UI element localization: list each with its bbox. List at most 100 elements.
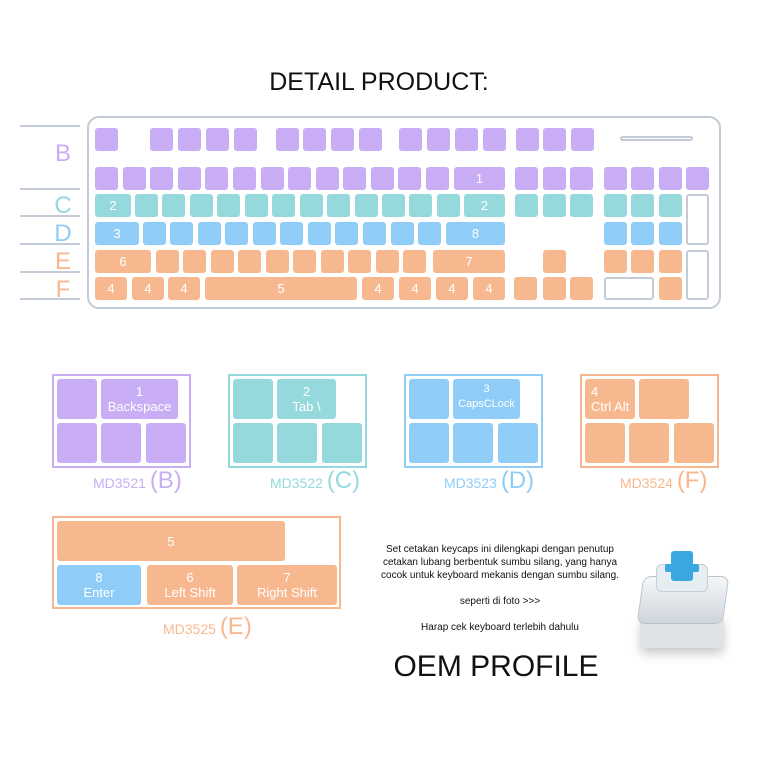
key: [321, 250, 344, 273]
key: [198, 222, 221, 245]
key: [437, 194, 460, 217]
key: [604, 194, 627, 217]
row-label-c: C: [54, 192, 72, 219]
key: [570, 277, 593, 300]
key: [543, 128, 566, 151]
indicator-bar: [620, 136, 693, 141]
note-line: cetakan lubang berbentuk sumbu silang, y…: [382, 557, 618, 568]
set-group: (E): [219, 613, 252, 640]
key: [570, 194, 593, 217]
key-outline: [686, 194, 709, 245]
key: [261, 167, 284, 190]
key: 4: [436, 277, 468, 300]
key: [170, 222, 193, 245]
key: [376, 250, 399, 273]
key: [211, 250, 234, 273]
key: [515, 167, 538, 190]
page-title: DETAIL PRODUCT:: [269, 68, 489, 96]
key: [399, 128, 422, 151]
key: [359, 128, 382, 151]
key: [331, 128, 354, 151]
keycap: [322, 423, 362, 463]
key: [686, 167, 709, 190]
set-group: (F): [676, 467, 708, 494]
keycap-name: Backspace: [107, 399, 172, 414]
keycap-number: 7: [283, 570, 291, 585]
row-label-d: D: [54, 220, 72, 247]
key: [409, 194, 432, 217]
key: [455, 128, 478, 151]
keycap: [101, 423, 141, 463]
key: [659, 194, 682, 217]
keycap-name: Tab \: [292, 399, 321, 414]
keycap-name: Left Shift: [164, 585, 216, 600]
keycap-number: 6: [186, 570, 194, 585]
key: [233, 167, 256, 190]
key: [95, 128, 118, 151]
keycap-number: 8: [95, 570, 103, 585]
key: [293, 250, 316, 273]
key: [245, 194, 268, 217]
key: [178, 167, 201, 190]
keycap: [639, 379, 689, 419]
set-group: (B): [149, 467, 182, 494]
key: [143, 222, 166, 245]
key: [327, 194, 350, 217]
key: [95, 167, 118, 190]
key: [348, 250, 371, 273]
key: 6: [95, 250, 151, 273]
key: [266, 250, 289, 273]
key: [631, 222, 654, 245]
note-line: seperti di foto >>>: [459, 596, 541, 607]
keycap-number: 3: [483, 383, 490, 395]
row-label-b: B: [54, 140, 71, 167]
set-code: MD3521: [93, 475, 146, 491]
key: [280, 222, 303, 245]
keycap-number: 2: [302, 384, 311, 399]
keycap-name: Right Shift: [257, 585, 317, 600]
set-group: (D): [500, 467, 535, 494]
keycap-number: 4: [591, 384, 599, 399]
key: [234, 128, 257, 151]
key: [570, 167, 593, 190]
set-caption-md3522: MD3522 (C): [270, 467, 360, 495]
set-caption-md3525: MD3525 (E): [163, 613, 252, 641]
row-divider: [20, 215, 80, 217]
key: [253, 222, 276, 245]
compatibility-note: Set cetakan keycaps ini dilengkapi denga…: [360, 543, 640, 634]
key: [308, 222, 331, 245]
key: [150, 128, 173, 151]
set-code: MD3522: [270, 475, 323, 491]
key: 4: [362, 277, 394, 300]
row-label-e: E: [54, 248, 71, 275]
key: [238, 250, 261, 273]
set-caption-md3521: MD3521 (B): [93, 467, 182, 495]
key: [659, 277, 682, 300]
key: [300, 194, 323, 217]
key: [225, 222, 248, 245]
key: [543, 194, 566, 217]
set-code: MD3523: [444, 475, 497, 491]
key: 4: [95, 277, 127, 300]
key: 4: [132, 277, 164, 300]
key: [162, 194, 185, 217]
key: [183, 250, 206, 273]
note-line: cocok untuk keyboard mekanis dengan sumb…: [381, 570, 619, 581]
key: [543, 167, 566, 190]
row-label-f: F: [55, 276, 71, 303]
keycap-name: CapsCLock: [458, 398, 515, 410]
key: 5: [205, 277, 357, 300]
keycap: [57, 379, 97, 419]
key: [571, 128, 594, 151]
keycap: [409, 423, 449, 463]
key: [426, 167, 449, 190]
key: [217, 194, 240, 217]
key: [382, 194, 405, 217]
key: [604, 250, 627, 273]
key: [631, 167, 654, 190]
